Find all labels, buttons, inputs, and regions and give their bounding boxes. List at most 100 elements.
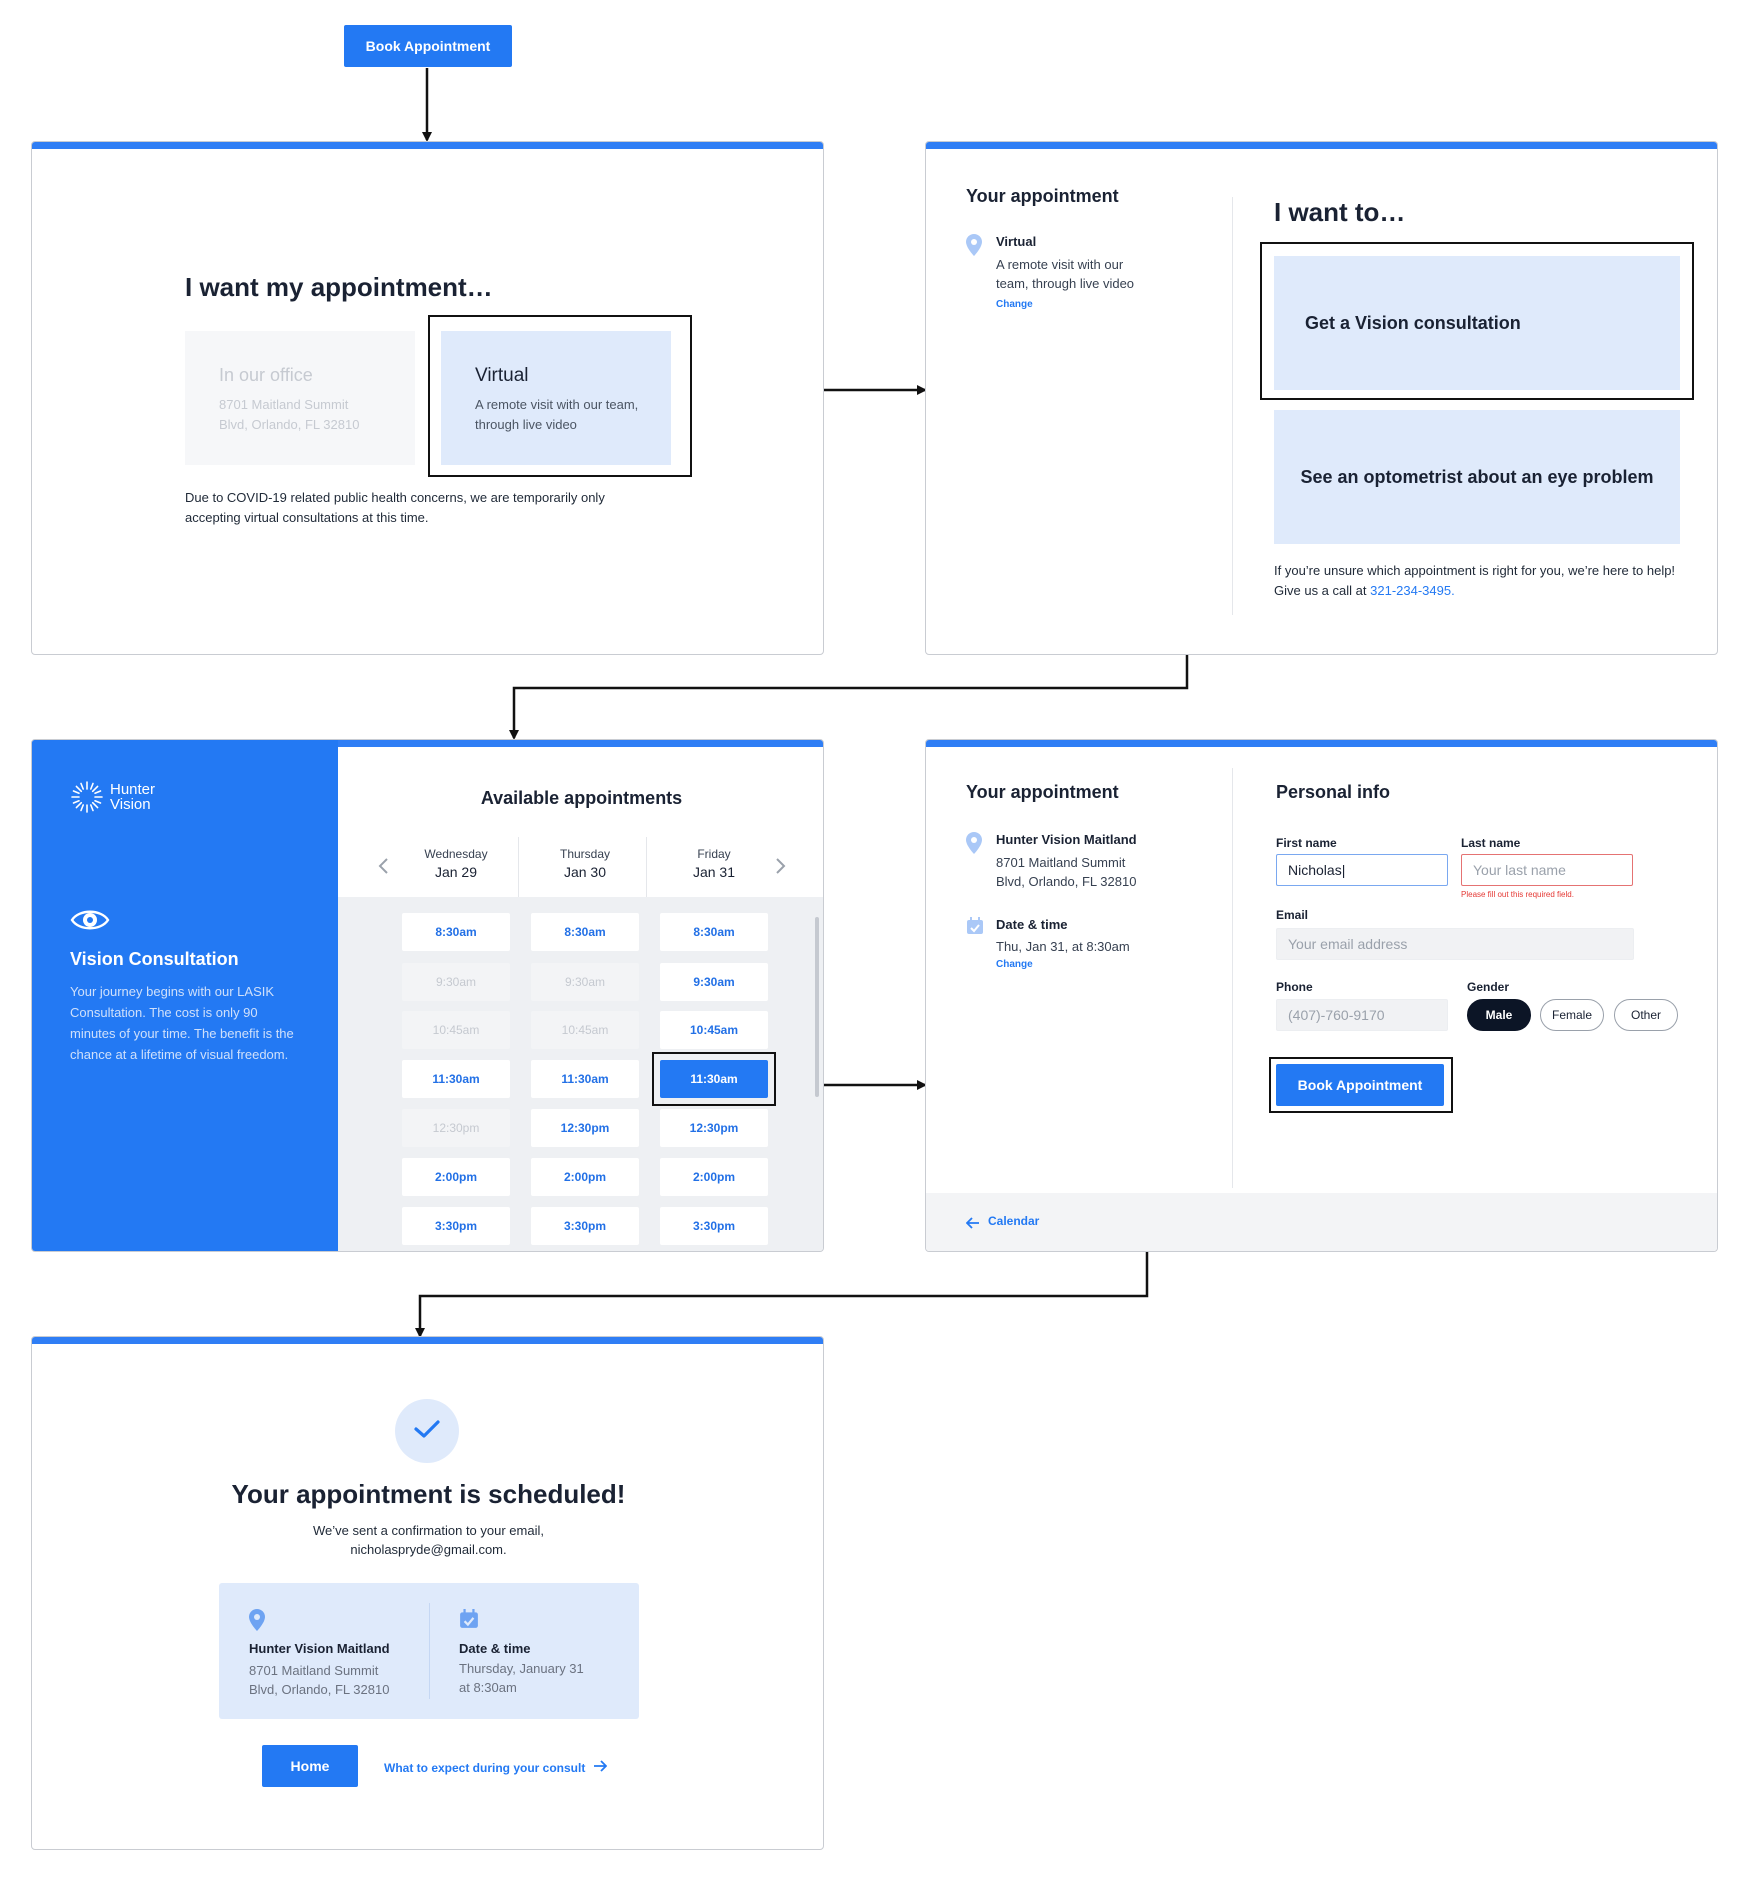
screen-personal-info: Your appointment Hunter Vision Maitland … xyxy=(925,739,1718,1252)
gender-label: Gender xyxy=(1467,980,1510,994)
time-slot: 10:45am xyxy=(531,1011,639,1049)
time-slot[interactable]: 11:30am xyxy=(402,1060,510,1098)
day-date: Jan 29 xyxy=(434,864,478,880)
option-label: Get a Vision consultation xyxy=(1305,312,1521,333)
slots-scrollbar[interactable] xyxy=(815,917,819,1097)
help-text: If you’re unsure which appointment is ri… xyxy=(1274,561,1694,601)
highlight-box xyxy=(1260,242,1694,400)
screen-appointment-type: I want my appointment… In our office 870… xyxy=(31,141,824,655)
appointment-type-title: Virtual xyxy=(996,234,1037,249)
time-slot[interactable]: 8:30am xyxy=(660,913,768,951)
confirmation-title: Your appointment is scheduled! xyxy=(231,1479,626,1509)
start-book-appointment-button[interactable]: Book Appointment xyxy=(344,25,512,67)
help-text-body: If you’re unsure which appointment is ri… xyxy=(1274,563,1676,598)
phone-placeholder: (407)-760-9170 xyxy=(1288,1007,1385,1023)
eye-problem-option[interactable]: See an optometrist about an eye problem xyxy=(1274,410,1680,544)
time-slot[interactable]: 9:30am xyxy=(660,963,768,1001)
screen-confirmation: Your appointment is scheduled! We’ve sen… xyxy=(31,1336,824,1850)
chevron-right-icon[interactable] xyxy=(774,857,786,880)
arrow-left-icon xyxy=(965,1216,980,1234)
panel-top-bar xyxy=(32,740,823,747)
sidebar-title: Your appointment xyxy=(966,782,1119,802)
page-title: Available appointments xyxy=(480,788,683,808)
panel-top-bar xyxy=(926,142,1717,149)
highlight-box xyxy=(1269,1057,1453,1113)
help-phone-link[interactable]: 321-234-3495. xyxy=(1370,583,1455,598)
day-divider xyxy=(518,837,519,897)
page-title: Personal info xyxy=(1276,782,1391,802)
time-slot[interactable]: 12:30pm xyxy=(660,1109,768,1147)
time-slot[interactable]: 11:30am xyxy=(531,1060,639,1098)
book-appointment-button[interactable]: Book Appointment xyxy=(1276,1064,1444,1106)
highlight-box xyxy=(428,315,692,477)
chevron-left-icon[interactable] xyxy=(378,857,390,880)
day-weekday: Friday xyxy=(697,847,731,861)
page-title: I want my appointment… xyxy=(185,272,493,302)
time-slot-selected[interactable]: 11:30am xyxy=(660,1060,768,1098)
gender-female-option[interactable]: Female xyxy=(1540,999,1604,1031)
change-link[interactable]: Change xyxy=(996,959,1033,970)
panel-top-bar xyxy=(926,740,1717,747)
location-title: Hunter Vision Maitland xyxy=(249,1641,390,1656)
location-title: Hunter Vision Maitland xyxy=(996,832,1137,847)
time-slot[interactable]: 10:45am xyxy=(660,1011,768,1049)
office-option-address: 8701 Maitland Summit Blvd, Orlando, FL 3… xyxy=(219,397,360,432)
last-name-label: Last name xyxy=(1461,836,1521,850)
home-button[interactable]: Home xyxy=(262,1745,358,1787)
time-slot: 10:45am xyxy=(402,1011,510,1049)
eye-icon xyxy=(70,907,110,938)
virtual-option-desc: A remote visit with our team, through li… xyxy=(475,397,639,432)
change-link[interactable]: Change xyxy=(996,299,1033,310)
option-label: See an optometrist about an eye problem xyxy=(1300,466,1654,487)
highlight-box xyxy=(652,1052,776,1106)
panel-top-bar xyxy=(32,142,823,149)
first-name-field[interactable]: Nicholas| xyxy=(1276,854,1448,886)
card-divider xyxy=(429,1603,430,1699)
time-slot[interactable]: 2:00pm xyxy=(660,1158,768,1196)
last-name-field[interactable]: Your last name xyxy=(1461,854,1633,886)
day-weekday: Thursday xyxy=(559,847,611,861)
email-label: Email xyxy=(1276,908,1309,922)
sidebar-title: Your appointment xyxy=(966,186,1119,206)
time-slot[interactable]: 12:30pm xyxy=(531,1109,639,1147)
time-slot[interactable]: 3:30pm xyxy=(660,1207,768,1245)
gender-other-option[interactable]: Other xyxy=(1614,999,1678,1031)
virtual-option-title: Virtual xyxy=(475,365,529,386)
time-slot[interactable]: 2:00pm xyxy=(402,1158,510,1196)
phone-field[interactable]: (407)-760-9170 xyxy=(1276,999,1448,1031)
footer-bar: Calendar xyxy=(926,1193,1717,1251)
what-to-expect-link[interactable]: What to expect during your consult xyxy=(384,1759,608,1777)
calendar-icon xyxy=(966,917,984,940)
vision-consultation-option[interactable]: Get a Vision consultation xyxy=(1274,256,1680,390)
check-icon xyxy=(413,1418,441,1445)
last-name-placeholder: Your last name xyxy=(1473,862,1566,878)
service-sidebar: Hunter Vision Vision Consultation Your j… xyxy=(32,740,338,1251)
confirmation-message: We’ve sent a confirmation to your email,… xyxy=(32,1521,823,1559)
day-date: Jan 30 xyxy=(563,864,607,880)
back-to-calendar-link[interactable]: Calendar xyxy=(988,1214,1040,1228)
location-address: 8701 Maitland Summit Blvd, Orlando, FL 3… xyxy=(249,1663,390,1697)
time-slot[interactable]: 8:30am xyxy=(402,913,510,951)
day-divider xyxy=(646,837,647,897)
sun-logo-icon xyxy=(70,780,104,819)
covid-notice: Due to COVID-19 related public health co… xyxy=(185,490,605,525)
gender-male-option[interactable]: Male xyxy=(1467,999,1531,1031)
time-slot[interactable]: 2:00pm xyxy=(531,1158,639,1196)
phone-label: Phone xyxy=(1276,980,1313,994)
virtual-option-card[interactable]: Virtual A remote visit with our team, th… xyxy=(441,331,671,465)
datetime-line-2: at 8:30am xyxy=(459,1680,517,1695)
service-title: Vision Consultation xyxy=(70,949,239,969)
office-option-title: In our office xyxy=(219,365,313,385)
time-slot[interactable]: 3:30pm xyxy=(402,1207,510,1245)
email-field[interactable]: Your email address xyxy=(1276,928,1634,960)
office-option-card: In our office 8701 Maitland Summit Blvd,… xyxy=(185,331,415,465)
time-slot[interactable]: 8:30am xyxy=(531,913,639,951)
day-header: Wednesday Jan 29 xyxy=(402,847,510,880)
time-slot[interactable]: 3:30pm xyxy=(531,1207,639,1245)
time-slot: 12:30pm xyxy=(402,1109,510,1147)
brand-line-1: Hunter xyxy=(110,781,156,798)
slots-area: 8:30am 9:30am 10:45am 11:30am 12:30pm 2:… xyxy=(338,897,823,1251)
time-slot: 9:30am xyxy=(531,963,639,1001)
brand-line-2: Vision xyxy=(110,796,151,813)
first-name-label: First name xyxy=(1276,836,1337,850)
